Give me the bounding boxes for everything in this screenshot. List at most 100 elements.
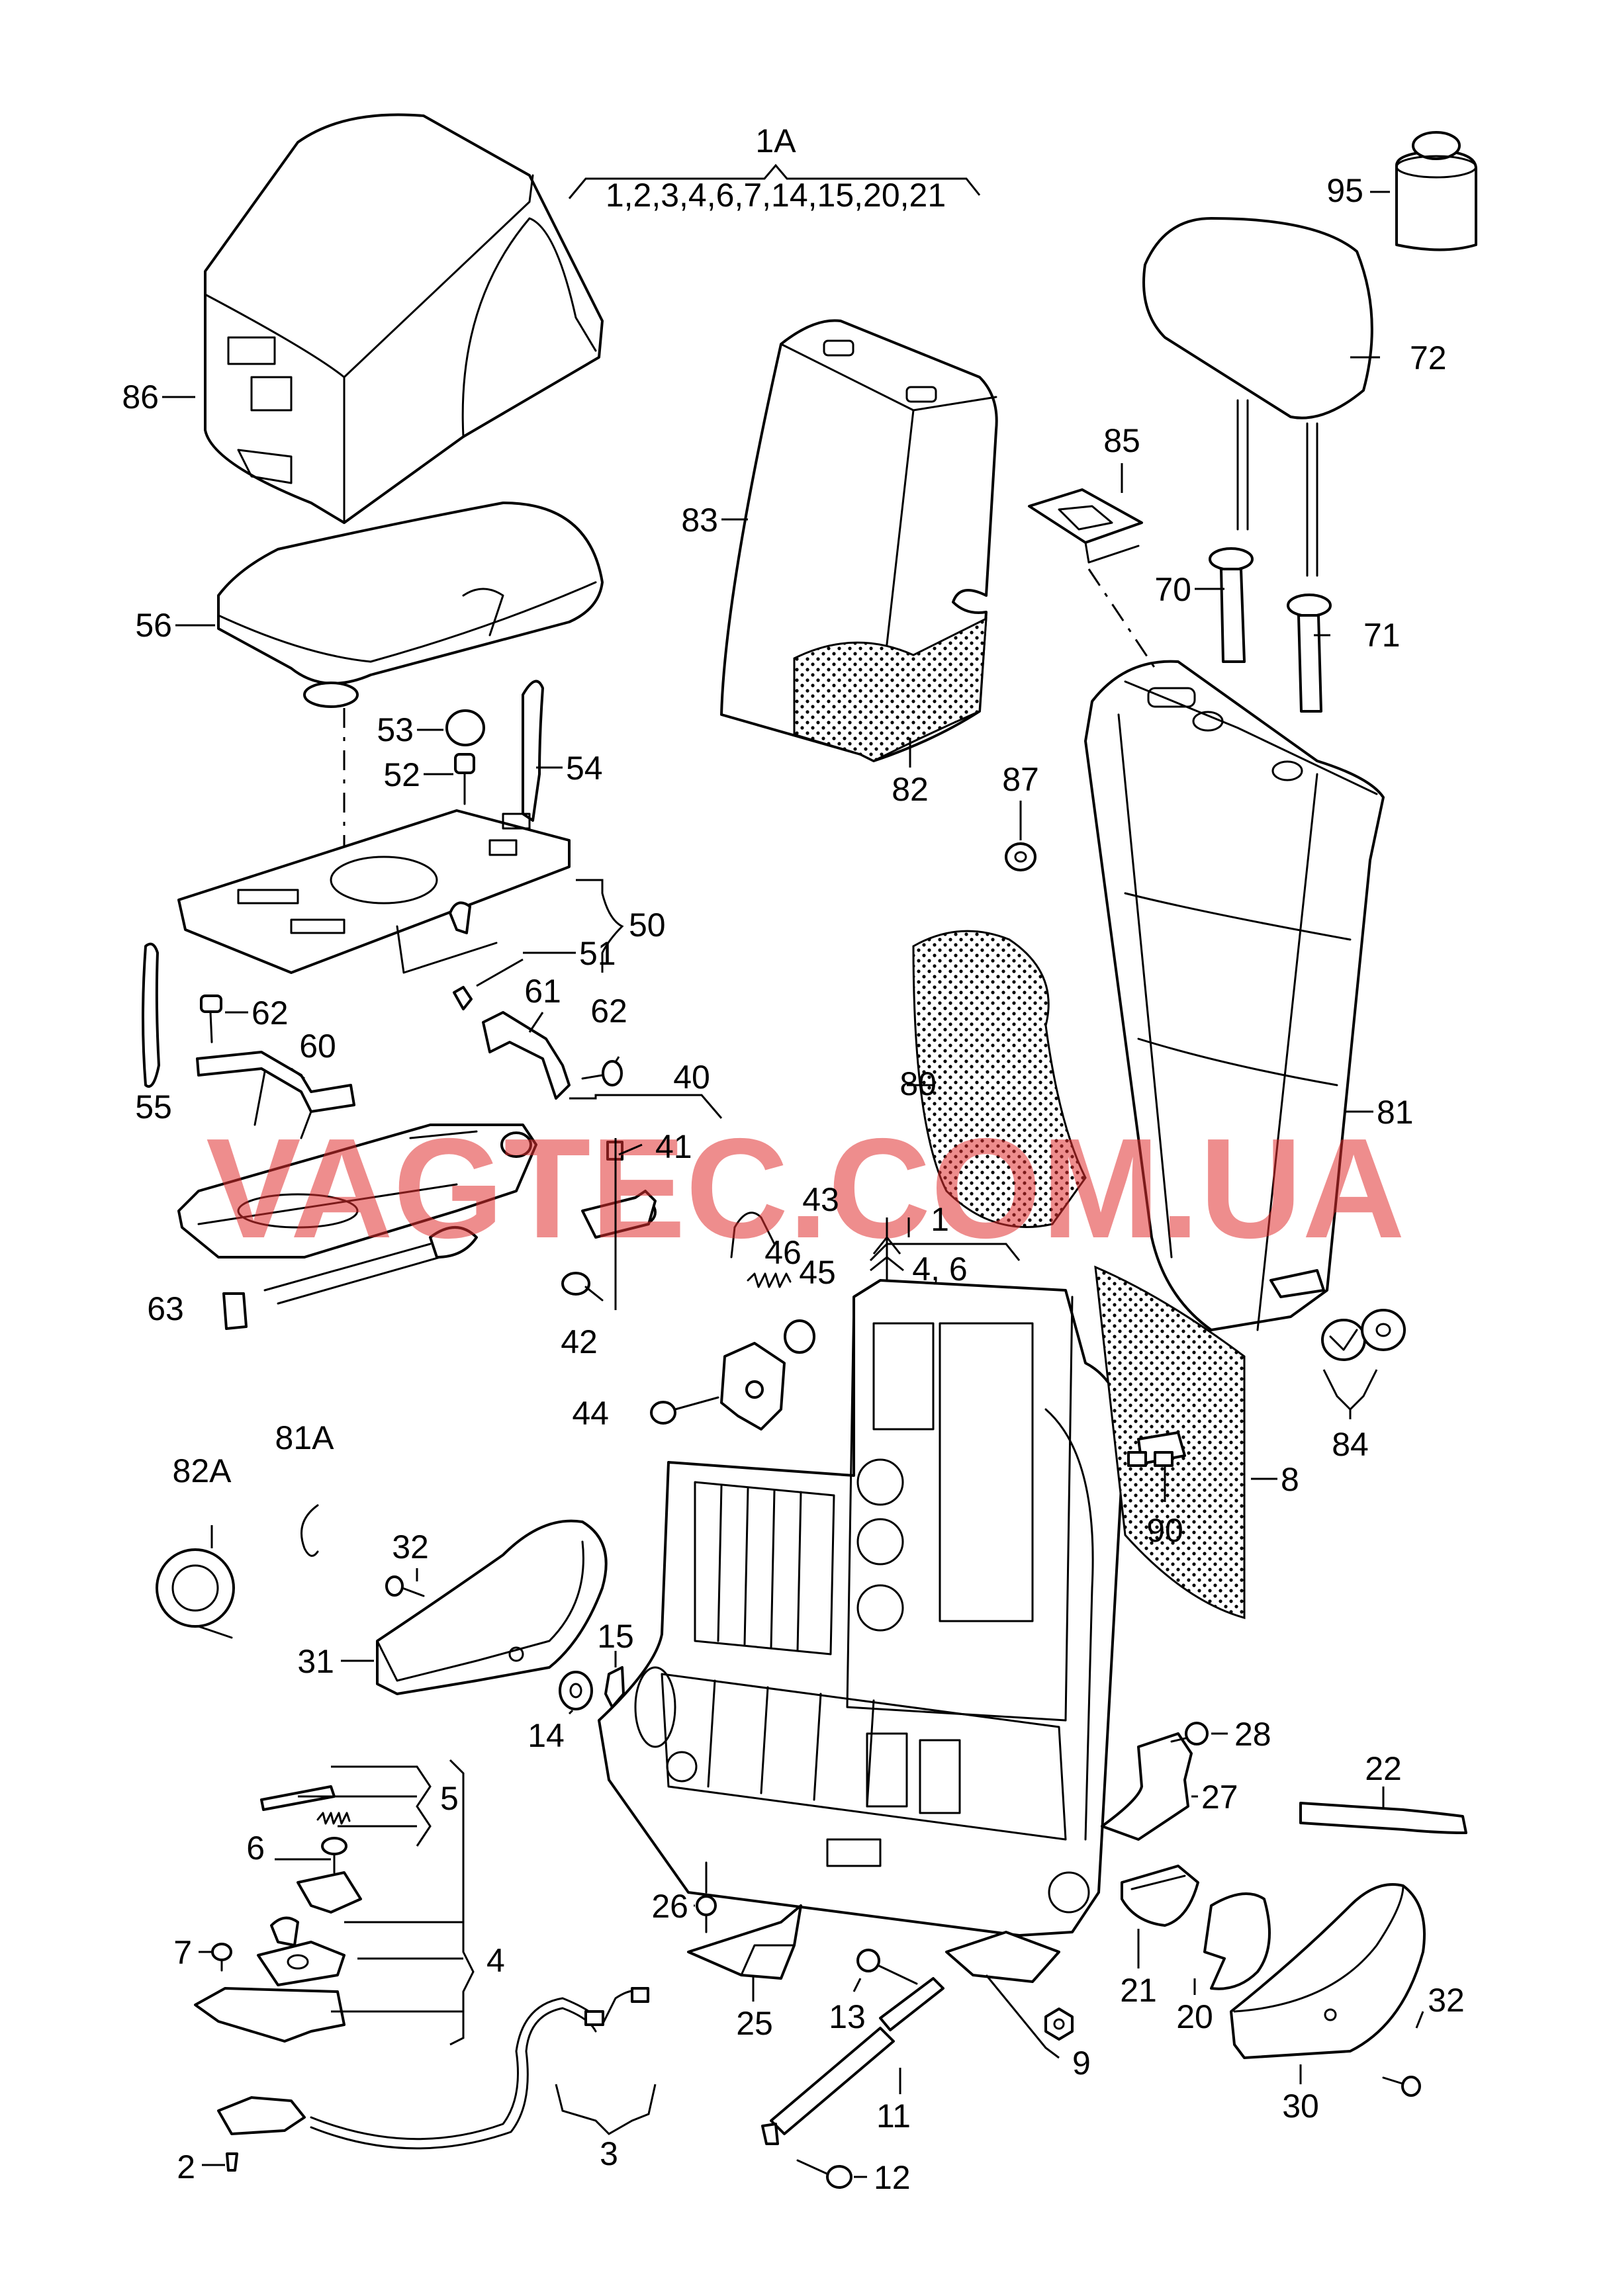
bracket-part-25	[687, 1904, 802, 1980]
label-41: 41	[655, 1128, 692, 1165]
armrest-cover-part-86	[204, 113, 604, 524]
clip-part-15	[604, 1666, 625, 1708]
screw-part-44	[650, 1396, 719, 1425]
rivet-part-7	[211, 1943, 232, 1972]
label-31: 31	[297, 1643, 334, 1680]
label-43: 43	[802, 1181, 839, 1218]
rivet-part-6	[321, 1837, 347, 1874]
bolt-part-62-left	[200, 994, 222, 1043]
clip-part-81A	[300, 1504, 319, 1557]
label-95: 95	[1326, 172, 1363, 209]
strap-part-55	[142, 942, 160, 1088]
label-11: 11	[876, 2097, 911, 2135]
strap-part-54	[521, 680, 544, 822]
label-44: 44	[572, 1395, 609, 1432]
label-1: 1	[931, 1201, 949, 1238]
label-80: 80	[899, 1065, 937, 1102]
nut-part-9	[1044, 2008, 1074, 2041]
label-45: 45	[799, 1254, 836, 1291]
screw-part-32-right	[1382, 2076, 1421, 2097]
trim-cover-part-30	[1230, 1883, 1426, 2059]
pin-part-5	[260, 1785, 351, 1825]
bolt-part-42	[561, 1272, 604, 1302]
label-12: 12	[874, 2159, 911, 2196]
label-90: 90	[1146, 1512, 1183, 1549]
bracket-part-21	[1121, 1865, 1199, 1927]
label-60: 60	[299, 1028, 336, 1065]
label-81A: 81A	[275, 1419, 335, 1456]
armrest-base-part-50	[177, 809, 571, 974]
part-number-labels: 1A 1,2,3,4,6,7,14,15,20,21 95 72 86 83 8…	[122, 122, 1464, 2196]
bracket-part-60	[196, 1051, 355, 1139]
paint-canister-part-95	[1395, 131, 1477, 251]
backrest-frame-part-1	[598, 1279, 1127, 1937]
label-56: 56	[135, 607, 172, 644]
bolt-part-12	[796, 2159, 852, 2189]
sleeve-part-63	[222, 1292, 248, 1330]
label-21: 21	[1120, 1972, 1157, 2009]
label-27: 27	[1201, 1779, 1238, 1816]
guide-part-71	[1287, 594, 1332, 713]
label-7: 7	[173, 1934, 192, 1971]
label-6: 6	[246, 1830, 265, 1867]
label-62-right: 62	[590, 993, 627, 1030]
label-71: 71	[1363, 617, 1401, 654]
headrest-part-72	[1142, 217, 1373, 577]
cable-part-3	[310, 1987, 649, 2150]
foam-part-80	[912, 930, 1087, 1228]
label-26: 26	[651, 1888, 688, 1925]
bezel-guide-line	[1087, 568, 1156, 669]
backrest-cover-part-81	[1084, 660, 1385, 1331]
label-54: 54	[566, 750, 603, 787]
label-42: 42	[561, 1323, 598, 1360]
rod-part-43	[730, 1212, 776, 1258]
cap-part-53	[445, 709, 485, 746]
label-25: 25	[736, 2005, 773, 2042]
screw-part-28	[1170, 1722, 1209, 1745]
label-30: 30	[1282, 2088, 1319, 2125]
cap-part-84	[1321, 1309, 1406, 1361]
group-label-1A: 1A	[755, 122, 796, 159]
label-86: 86	[122, 378, 159, 416]
hinge-bracket-part-4	[194, 1871, 362, 2043]
label-13: 13	[829, 1998, 866, 2035]
bracket-part-61	[482, 1011, 571, 1100]
guide-part-70	[1209, 547, 1254, 663]
bolt-part-13	[856, 1949, 918, 1985]
group-subparts-label: 1,2,3,4,6,7,14,15,20,21	[606, 177, 946, 214]
clip-part-90	[1127, 1431, 1186, 1467]
label-20: 20	[1176, 1998, 1213, 2035]
clip-part-51	[453, 986, 473, 1010]
label-15: 15	[597, 1618, 634, 1655]
label-87: 87	[1002, 761, 1039, 798]
label-82: 82	[892, 771, 929, 808]
cover-part-20	[1203, 1892, 1271, 1990]
screw-part-32-left	[385, 1575, 425, 1597]
trim-cover-part-31	[376, 1519, 608, 1695]
label-22: 22	[1365, 1750, 1402, 1787]
label-85: 85	[1103, 422, 1140, 459]
label-28: 28	[1234, 1716, 1271, 1753]
label-3: 3	[600, 2135, 618, 2172]
latch-part-43-body	[720, 1342, 786, 1431]
watermark-text: VAGTEC.COM.UA	[206, 1108, 1405, 1268]
label-1-subparts: 4, 6	[912, 1251, 967, 1288]
bolt-part-62-right	[581, 1060, 623, 1086]
label-52: 52	[383, 756, 420, 793]
label-81: 81	[1377, 1094, 1414, 1131]
label-82A: 82A	[173, 1452, 232, 1489]
rivet-part-26	[696, 1861, 717, 1933]
washer-part-87	[1005, 842, 1036, 871]
leader-lines	[162, 163, 1424, 2178]
label-62-left: 62	[252, 994, 289, 1032]
label-53: 53	[377, 711, 414, 748]
label-63: 63	[147, 1290, 184, 1327]
label-84: 84	[1332, 1426, 1369, 1463]
tape-roll-part-82A	[156, 1548, 235, 1639]
label-50: 50	[629, 906, 666, 944]
label-32-left: 32	[392, 1528, 429, 1566]
release-lever-part-40	[581, 1190, 657, 1239]
label-2: 2	[177, 2148, 195, 2186]
strap-part-22	[1299, 1802, 1467, 1834]
